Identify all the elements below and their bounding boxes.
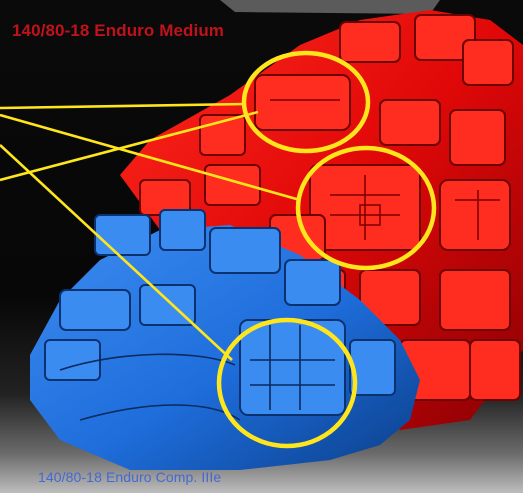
bottom-tire-label: 140/80-18 Enduro Comp. IIIe xyxy=(38,469,222,485)
highlight-circle-3 xyxy=(216,317,358,449)
callout-lines xyxy=(0,102,301,361)
highlight-circle-2 xyxy=(295,145,437,271)
highlight-circles xyxy=(216,50,437,449)
top-tire-label: 140/80-18 Enduro Medium xyxy=(12,21,225,40)
gray-fixture xyxy=(220,0,440,14)
blue-tire xyxy=(30,209,420,470)
highlight-circle-1 xyxy=(241,50,371,154)
